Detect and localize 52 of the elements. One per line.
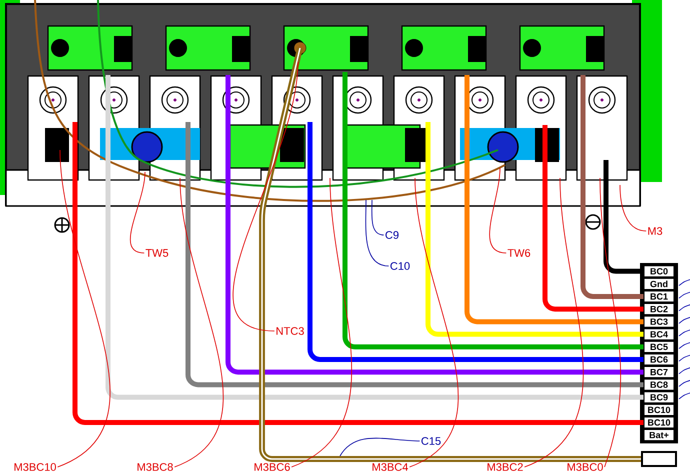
leader-line [130, 172, 146, 254]
leader-line [620, 184, 647, 232]
wire [464, 75, 644, 324]
part-label: M3BC0 [568, 463, 603, 471]
part-label: M3BC8 [138, 463, 173, 471]
leader-line [371, 200, 384, 236]
pin-label: BC6 [644, 353, 674, 366]
part-label: M3BC4 [372, 463, 408, 471]
pin-label: BC2 [644, 303, 674, 316]
pin-label: BC0 [644, 265, 674, 278]
pin-label: BC4 [644, 328, 674, 340]
part-label: TW5 [146, 249, 168, 257]
part-label: M3BC10 [14, 463, 56, 471]
leader-line [489, 168, 507, 254]
part-label: C15 [421, 437, 441, 445]
pin-label: BC3 [644, 316, 674, 328]
pin-label: Gnd [644, 278, 674, 290]
wire [186, 122, 644, 388]
wire [542, 125, 644, 312]
part-label: C10 [390, 262, 410, 270]
pin-label: BC10 [644, 416, 674, 429]
part-label: M3 [648, 227, 662, 235]
leader-line [409, 178, 459, 468]
leader-line [233, 62, 298, 332]
pin-label: BC7 [644, 366, 674, 378]
pin-label: BC5 [644, 340, 674, 353]
part-label: C9 [386, 231, 399, 239]
part-label: M3BC6 [254, 463, 290, 471]
wire [226, 75, 644, 375]
wire [72, 122, 644, 425]
wire [308, 122, 644, 362]
pin-label: BC8 [644, 378, 674, 391]
leader-line [174, 178, 224, 468]
leader-line [291, 178, 352, 468]
leader-line [365, 200, 390, 266]
wire [342, 72, 644, 350]
pin-label: Bat+ [644, 429, 674, 442]
part-label: TW6 [508, 249, 530, 257]
leader-line [340, 438, 420, 456]
connector-block [641, 451, 677, 467]
wire [259, 47, 641, 462]
wire [426, 122, 644, 337]
pin-label: BC10 [644, 404, 674, 416]
part-label: NTC3 [276, 327, 304, 335]
wire [580, 75, 644, 299]
leader-line [600, 178, 621, 468]
leader-line [57, 150, 110, 468]
pin-label: BC9 [644, 391, 674, 404]
wire [106, 75, 644, 400]
part-label: M3BC2 [488, 463, 523, 471]
leader-line [524, 178, 584, 468]
pin-label: BC1 [644, 290, 674, 303]
